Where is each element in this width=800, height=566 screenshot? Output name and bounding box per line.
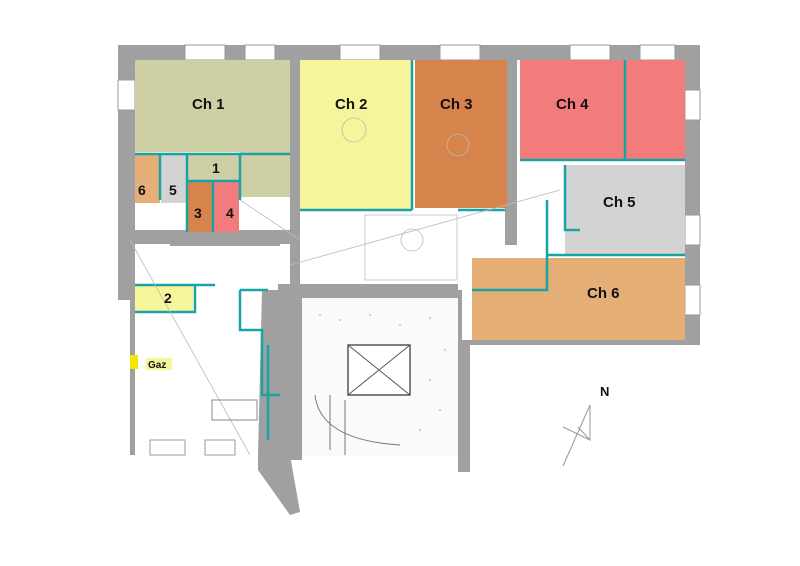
label-4: 4 xyxy=(226,205,234,221)
ceiling-lights xyxy=(129,117,561,456)
label-5: 5 xyxy=(169,182,177,198)
label-ch6: Ch 6 xyxy=(587,285,620,302)
room-ch3 xyxy=(415,60,507,208)
windows xyxy=(117,44,701,456)
room-2 xyxy=(135,286,193,311)
label-ch1: Ch 1 xyxy=(192,96,225,113)
exterior-walls xyxy=(118,45,700,515)
gas-meter xyxy=(130,355,138,369)
room-ch5 xyxy=(565,165,685,255)
stair-hall xyxy=(302,298,458,456)
label-3: 3 xyxy=(194,205,202,221)
room-6 xyxy=(135,155,160,203)
label-ch2: Ch 2 xyxy=(335,96,368,113)
label-ch5: Ch 5 xyxy=(603,194,636,211)
room-5 xyxy=(161,155,186,203)
label-6: 6 xyxy=(138,182,146,198)
label-ch4: Ch 4 xyxy=(556,96,589,113)
label-1: 1 xyxy=(212,160,220,176)
partitions xyxy=(135,60,685,440)
room-ch1 xyxy=(135,60,290,152)
label-2: 2 xyxy=(164,290,172,306)
room-labels: Ch 1 Ch 2 Ch 3 Ch 4 Ch 5 Ch 6 1 2 3 4 5 … xyxy=(138,96,636,371)
compass-icon xyxy=(562,404,591,467)
north-label: N xyxy=(600,384,609,399)
north-arrow: N xyxy=(562,384,609,467)
room-ch6 xyxy=(472,258,685,340)
label-gaz: Gaz xyxy=(148,360,166,371)
inner-wall xyxy=(505,60,517,245)
room-ch2 xyxy=(300,60,412,210)
room-ch4 xyxy=(520,60,685,160)
stair-dots xyxy=(319,314,446,431)
stair-hall-wall xyxy=(278,284,458,298)
kitchen-island xyxy=(211,399,258,421)
label-ch3: Ch 3 xyxy=(440,96,473,113)
room-1 xyxy=(188,155,240,181)
room-4 xyxy=(214,182,239,232)
room-3 xyxy=(188,182,213,232)
